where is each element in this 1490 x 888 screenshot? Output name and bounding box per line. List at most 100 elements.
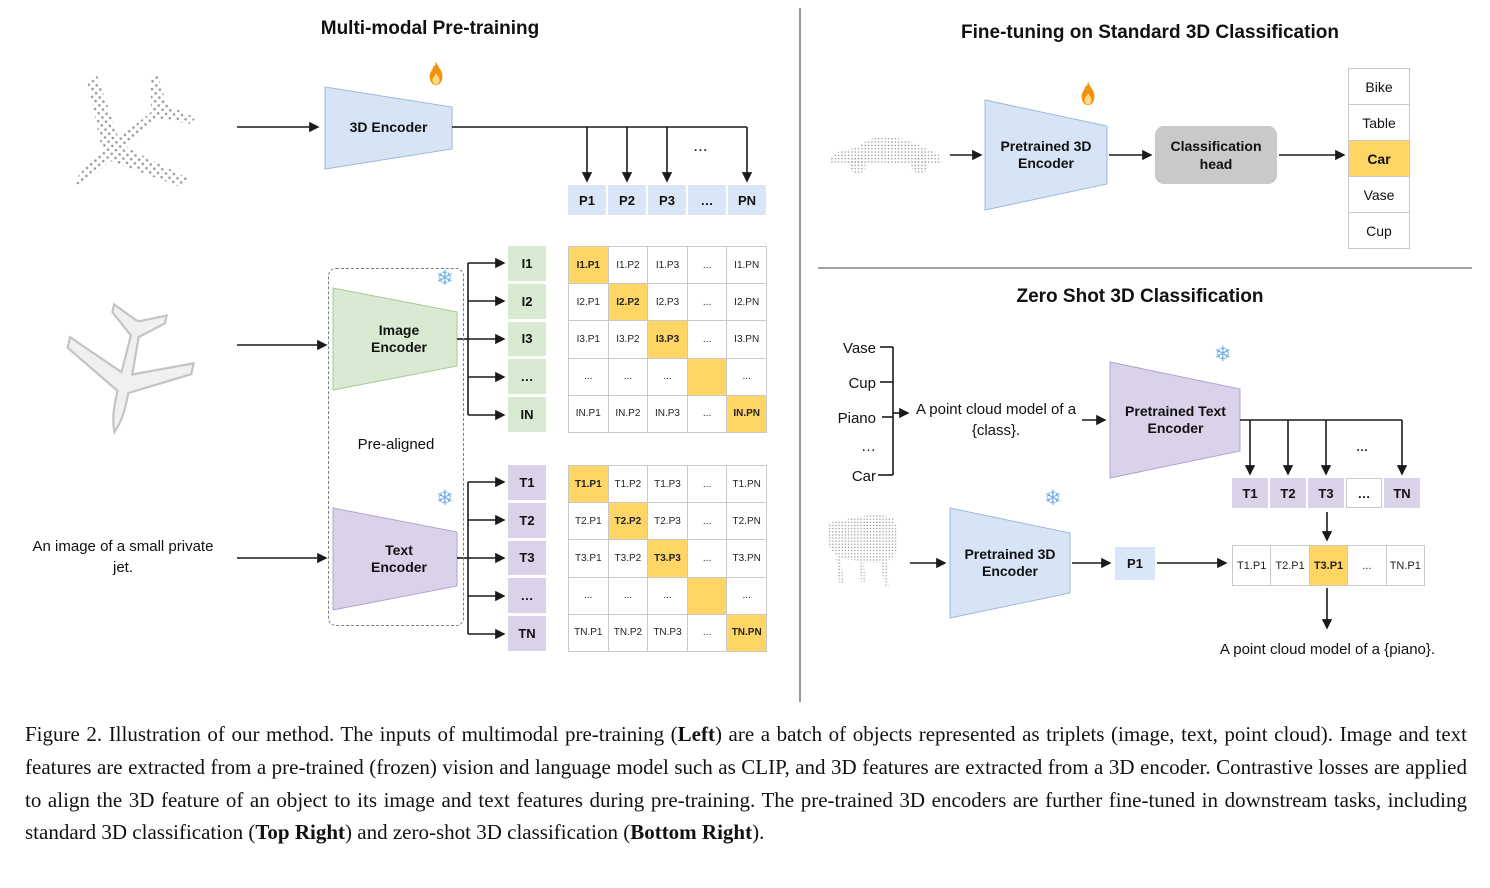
- text-encoder-label: Text Encoder: [370, 541, 427, 576]
- caption-bold: Bottom Right: [630, 820, 753, 845]
- zs-3d-encoder-shape: [949, 507, 1071, 619]
- matrix-cell: T1.P2: [608, 466, 649, 504]
- matrix-cell: ...: [687, 503, 728, 541]
- classification-head: Classification head: [1155, 126, 1277, 184]
- p-cell: …: [688, 185, 726, 215]
- zs-t-row: T1 T2 T3 … TN: [1232, 478, 1420, 508]
- matrix-cell: T3.P2: [608, 540, 649, 578]
- snowflake-icon: ❄: [1044, 487, 1062, 510]
- matrix-cell: T1.P3: [648, 466, 688, 504]
- ellipsis-label: …: [1356, 440, 1370, 454]
- caption-text: ).: [752, 820, 765, 845]
- matrix-cell: TN.PN: [727, 614, 767, 652]
- arrows: [237, 121, 1408, 640]
- pre-aligned-box: [328, 268, 464, 626]
- matrix-cell: ...: [1348, 546, 1387, 586]
- caption-bold: Top Right: [255, 820, 346, 845]
- matrix-cell: ...: [687, 540, 728, 578]
- matrix-cell: T2.P1: [1271, 546, 1310, 586]
- matrix-cell: ...: [687, 614, 728, 652]
- car-point-cloud: [830, 136, 942, 174]
- zs-prompt: A point cloud model of a {class}.: [915, 401, 1077, 439]
- input-caption: An image of a small private jet.: [32, 538, 214, 576]
- matrix-cell: T3.P3: [648, 540, 688, 578]
- dividers: [799, 8, 1472, 702]
- matrix-cell: I1.P3: [648, 247, 688, 285]
- i-cell: I2: [508, 283, 546, 319]
- p-row: P1 P2 P3 … PN: [568, 185, 766, 215]
- caption-bold: Left: [677, 722, 715, 746]
- matrix-cell: ...: [569, 577, 609, 615]
- matrix-cell: IN.P1: [569, 395, 609, 433]
- class-row: Car: [1349, 141, 1409, 177]
- zs-class-label: Car: [851, 468, 876, 485]
- i-cell: I1: [508, 246, 546, 281]
- p-cell: PN: [728, 185, 766, 215]
- matrix-cell: T2.P1: [569, 503, 609, 541]
- image-encoder-shape: [332, 287, 458, 391]
- diagram-connectors: [237, 8, 1472, 702]
- class-row: Table: [1349, 105, 1409, 141]
- airplane-point-cloud: [72, 72, 197, 187]
- i-cell: IN: [508, 397, 546, 432]
- matrix-cell: I3.P1: [569, 321, 609, 359]
- i-col: I1 I2 I3 … IN: [508, 246, 546, 432]
- matrix-cell: ...: [608, 577, 649, 615]
- zeroshot-title: Zero Shot 3D Classification: [1016, 286, 1264, 307]
- fire-icon: [424, 60, 448, 93]
- zs-class-label: …: [861, 438, 876, 455]
- matrix-cell: I2.P2: [608, 284, 649, 322]
- zs-text-encoder-label: Pretrained Text Encoder: [1125, 402, 1226, 437]
- zs-similarity-row: T1.P1 T2.P1 T3.P1 ... TN.P1: [1232, 545, 1425, 586]
- matrix-cell: T2.P2: [608, 503, 649, 541]
- zs-result: A point cloud model of a {piano}.: [1219, 640, 1436, 658]
- p-cell: P2: [608, 185, 646, 215]
- matrix-cell: ...: [648, 358, 688, 396]
- i-cell: I3: [508, 321, 546, 357]
- matrix-cell: TN.P3: [648, 614, 688, 652]
- t-cell: …: [1346, 478, 1382, 508]
- matrix-cell: I3.P3: [648, 321, 688, 359]
- image-encoder-label: Image Encoder: [370, 321, 427, 356]
- matrix-cell: I1.P1: [569, 247, 609, 285]
- p1-cell: P1: [1115, 547, 1155, 580]
- finetune-title: Fine-tuning on Standard 3D Classificatio…: [961, 22, 1339, 43]
- figure-caption: Figure 2. Illustration of our method. Th…: [25, 718, 1467, 849]
- matrix-cell: IN.PN: [727, 395, 767, 433]
- t-cell: T2: [1270, 478, 1306, 508]
- matrix-cell: T2.P3: [648, 503, 688, 541]
- caption-text: ) are a batch of objects represented as …: [25, 722, 1467, 845]
- matrix-cell: IN.P3: [648, 395, 688, 433]
- snowflake-icon: ❄: [1214, 343, 1232, 366]
- t-col: T1 T2 T3 … TN: [508, 465, 546, 651]
- matrix-cell: ...: [648, 577, 688, 615]
- piano-point-cloud: [827, 513, 899, 588]
- snowflake-icon: ❄: [436, 267, 454, 290]
- ft-encoder-shape: [984, 99, 1108, 211]
- matrix-cell: ...: [687, 284, 728, 322]
- ft-encoder-label: Pretrained 3D Encoder: [1000, 137, 1092, 172]
- matrix-cell: TN.P1: [569, 614, 609, 652]
- matrix-cell: ...: [608, 358, 649, 396]
- t-cell: T2: [508, 502, 546, 538]
- p-cell: P3: [648, 185, 686, 215]
- t-cell: T3: [508, 540, 546, 576]
- matrix-cell: T3.P1: [569, 540, 609, 578]
- matrix-cell: I3.P2: [608, 321, 649, 359]
- matrix-cell: T3.PN: [727, 540, 767, 578]
- matrix-cell: I2.P1: [569, 284, 609, 322]
- matrix-cell: I3.PN: [727, 321, 767, 359]
- matrix-cell: T1.PN: [727, 466, 767, 504]
- zs-class-label: Cup: [848, 375, 876, 392]
- matrix-cell: IN.P2: [608, 395, 649, 433]
- matrix-cell: TN.P1: [1386, 546, 1425, 586]
- matrix-cell: ...: [727, 577, 767, 615]
- text-encoder-shape: [332, 507, 458, 611]
- i-cell: …: [508, 359, 546, 395]
- p-cell: P1: [568, 185, 606, 215]
- matrix-cell: I1.PN: [727, 247, 767, 285]
- t-cell: T3: [1308, 478, 1344, 508]
